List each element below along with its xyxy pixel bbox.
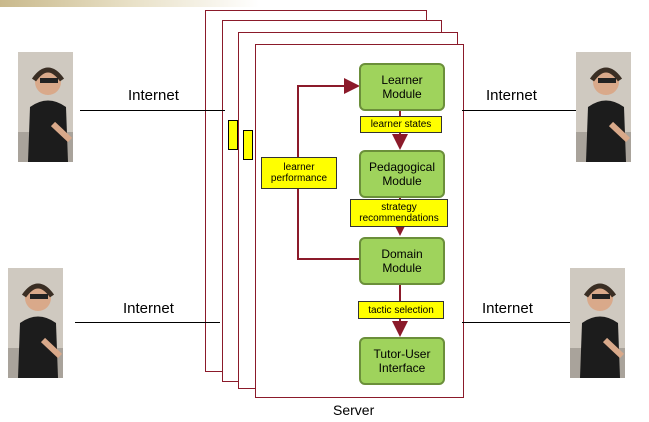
learner-module: Learner Module [359, 63, 445, 111]
learner-performance-label: learner performance [261, 157, 337, 189]
strategy-recommendations-label: strategy recommendations [350, 199, 448, 227]
internet-label-bottom-right: Internet [482, 300, 533, 317]
learner-states-label: learner states [360, 116, 442, 133]
domain-module: Domain Module [359, 237, 445, 285]
tactic-selection-label: tactic selection [358, 301, 444, 319]
card-tab-marker [243, 130, 253, 160]
title-accent-bar [0, 0, 649, 7]
connection-line-bottom-left [75, 322, 220, 323]
user-photo-bottom-right [570, 268, 625, 378]
internet-label-top-left: Internet [128, 87, 179, 104]
user-photo-bottom-left [8, 268, 63, 378]
internet-label-top-right: Internet [486, 87, 537, 104]
connection-line-top-left [80, 110, 225, 111]
card-tab-marker [228, 120, 238, 150]
internet-label-bottom-left: Internet [123, 300, 174, 317]
user-photo-top-right [576, 52, 631, 162]
tutor-user-interface-module: Tutor-User Interface [359, 337, 445, 385]
user-photo-top-left [18, 52, 73, 162]
server-label: Server [333, 402, 375, 418]
connection-line-bottom-right [462, 322, 572, 323]
pedagogical-module: Pedagogical Module [359, 150, 445, 198]
connection-line-top-right [462, 110, 578, 111]
